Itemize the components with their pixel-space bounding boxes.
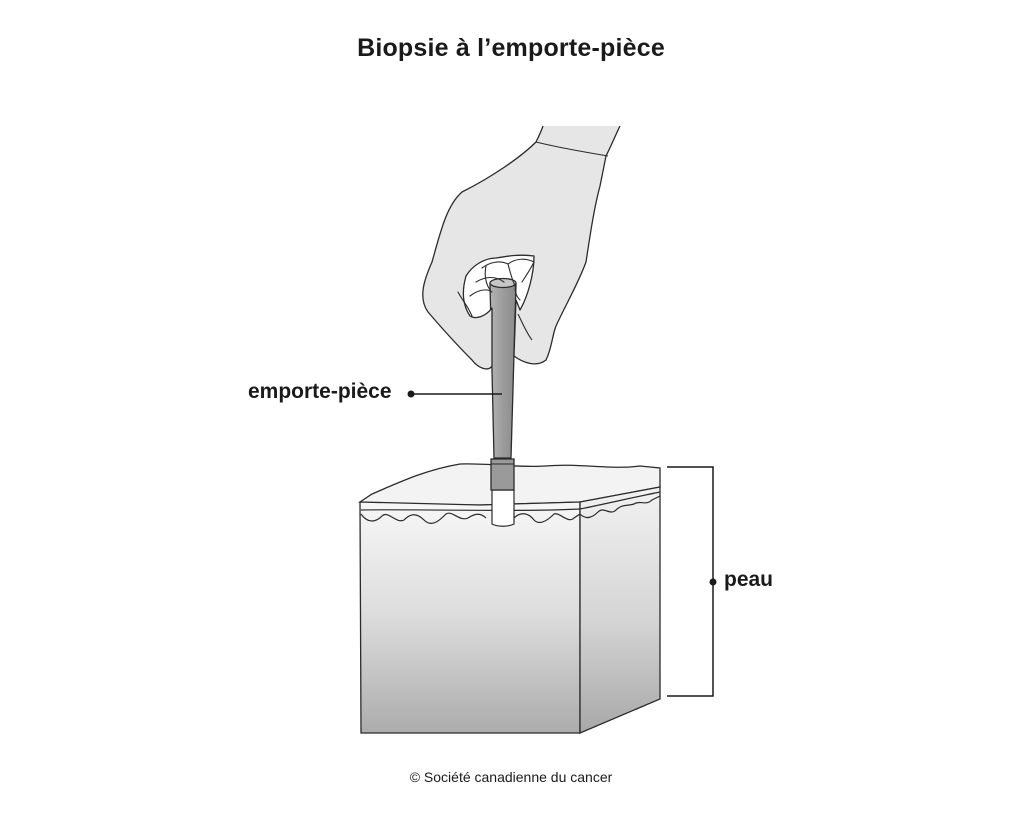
biopsy-core xyxy=(491,489,515,527)
punch-label-dot xyxy=(407,390,415,398)
dermis-wave-side xyxy=(579,495,661,519)
skin-label: peau xyxy=(724,568,774,591)
punch-collar xyxy=(490,458,515,491)
skin-front-face xyxy=(359,501,581,734)
dermis-wave-front xyxy=(360,512,581,524)
glove-finger-details xyxy=(457,258,535,317)
copyright-notice: © Société canadienne du cancer xyxy=(409,769,613,785)
punch-label-leader xyxy=(407,390,502,398)
punch-tool-label: emporte-pièce xyxy=(248,380,392,403)
skin-side-face xyxy=(579,486,661,734)
punch-shaft xyxy=(489,283,517,459)
skin-block xyxy=(358,463,661,734)
glove-cuff-edge xyxy=(535,141,609,157)
skin-bracket-dot xyxy=(709,578,717,586)
punch-cap xyxy=(489,277,517,289)
epidermis-line-front xyxy=(360,508,581,511)
punch-tool xyxy=(489,277,517,491)
glove-thumb-crease xyxy=(517,313,533,341)
glove-outline xyxy=(422,125,621,370)
gloved-hand xyxy=(422,125,621,370)
skin-bracket xyxy=(667,466,717,697)
diagram-title: Biopsie à l’emporte-pièce xyxy=(357,34,665,62)
epidermis-line-side xyxy=(579,491,661,510)
